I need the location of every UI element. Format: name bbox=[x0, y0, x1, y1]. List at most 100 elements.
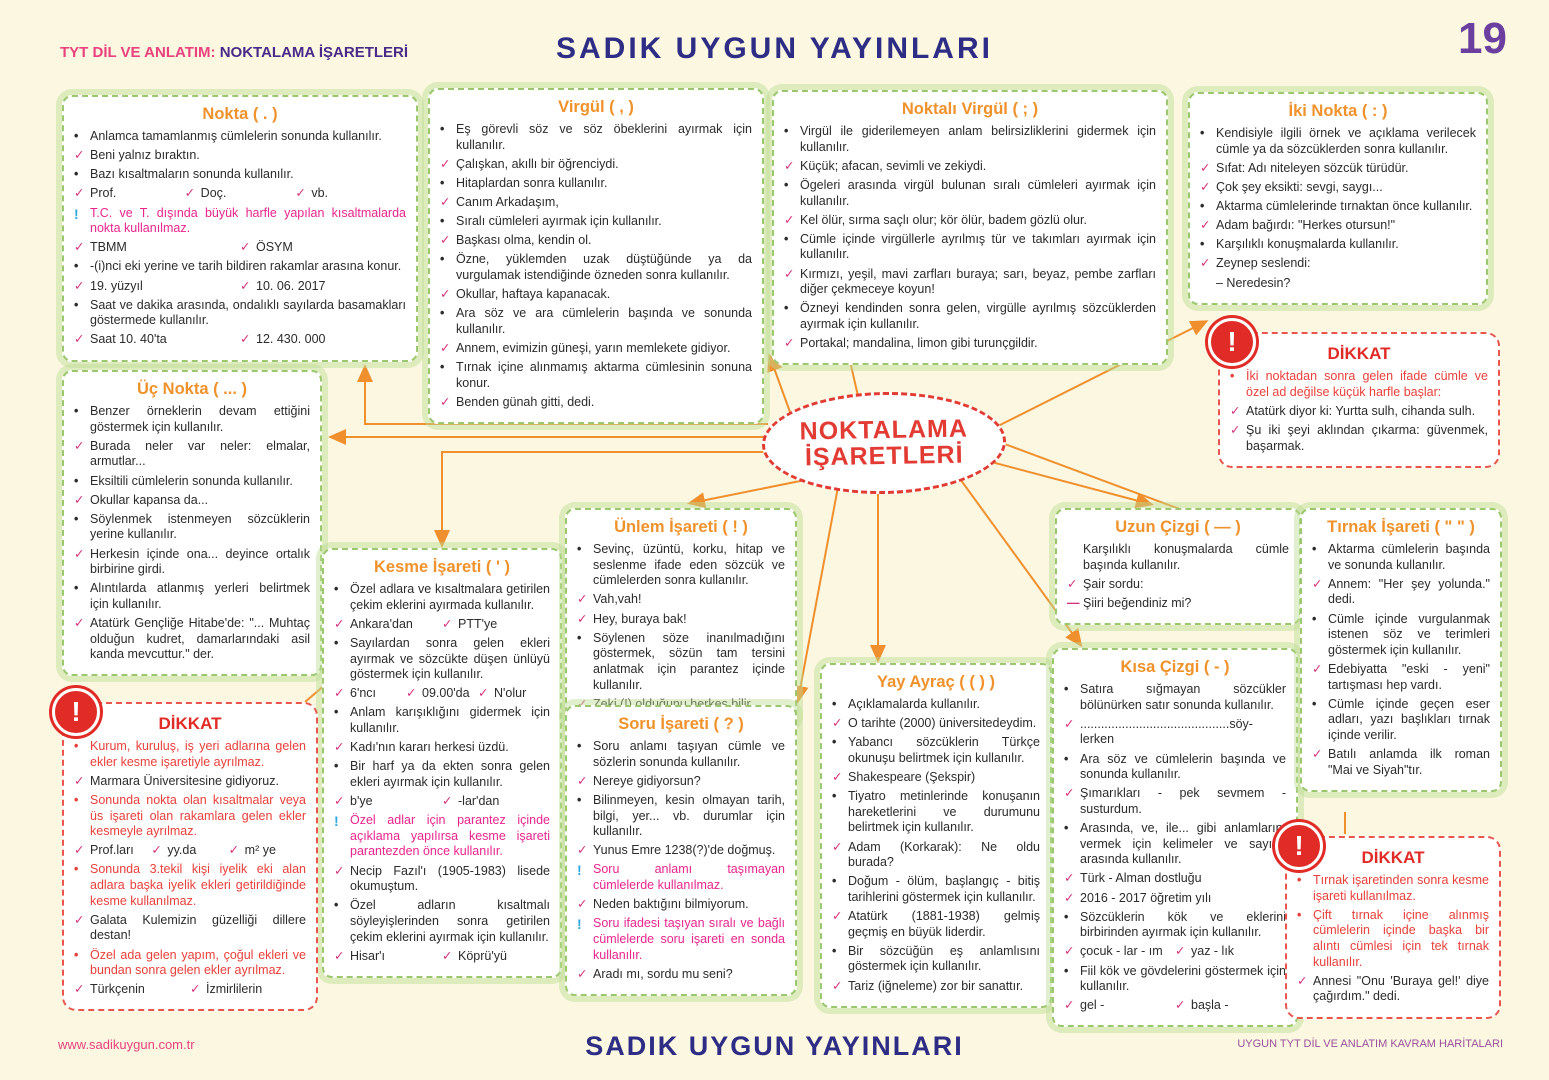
example-item: ✓Türkçenin bbox=[74, 982, 190, 998]
line-text: Fiil kök ve gövdelerini göstermek için k… bbox=[1080, 963, 1286, 994]
list-item: •Cümle içinde geçen eser adları, yazı ba… bbox=[1312, 697, 1490, 744]
line-text: Cümle içinde vurgulanmak istenen söz ve … bbox=[1328, 611, 1490, 657]
box-unlem: Ünlem İşareti ( ! )•Sevinç, üzüntü, kork… bbox=[565, 508, 797, 726]
list-item: •Sıralı cümleleri ayırmak için kullanılı… bbox=[440, 214, 752, 230]
check-icon: ✓ bbox=[440, 394, 451, 409]
check-icon: ✓ bbox=[577, 696, 588, 711]
line-text: Zeynep seslendi: bbox=[1216, 256, 1311, 271]
list-item: ✓Necip Fazıl'ı (1905-1983) lisede okumuş… bbox=[334, 864, 550, 895]
list-item: ✓Marmara Üniversitesine gidiyoruz. bbox=[74, 774, 306, 790]
bullet-icon: • bbox=[784, 124, 789, 138]
check-icon: ✓ bbox=[74, 186, 85, 201]
line-text: Özneyi kendinden sonra gelen, virgülle a… bbox=[800, 301, 1156, 331]
line-text: Eksiltili cümlelerin sonunda kullanılır. bbox=[90, 473, 293, 488]
check-icon: ✓ bbox=[832, 770, 843, 784]
list-item: ✓Başkası olma, kendin ol. bbox=[440, 233, 752, 249]
check-icon: ✓ bbox=[784, 212, 795, 227]
check-icon: ✓ bbox=[784, 158, 795, 173]
bullet-icon: • bbox=[832, 735, 837, 750]
box-title: Nokta ( . ) bbox=[202, 105, 278, 123]
check-icon: ✓ bbox=[1064, 998, 1075, 1013]
list-item: •Ögeleri arasında virgül bulunan sıralı … bbox=[784, 178, 1156, 209]
line-text: Sıfat: Adı niteleyen sözcük türüdür. bbox=[1216, 160, 1409, 175]
line-text: Çift tırnak içine alınmış cümlelerin içi… bbox=[1313, 907, 1489, 969]
website-link[interactable]: www.sadikuygun.com.tr bbox=[58, 1037, 195, 1052]
list-item: ✓ Atatürk diyor ki: Yurtta sulh, cihanda … bbox=[1230, 404, 1488, 420]
line-text: Sonunda nokta olan kısaltmalar veya üs i… bbox=[90, 792, 306, 839]
line-text: O tarihte (2000) üniversitedeydim. bbox=[848, 716, 1037, 731]
line-text: Bir sözcüğün eş anlamlısını göstermek iç… bbox=[848, 943, 1040, 974]
line-text: Bir harf ya da ekten sonra gelen ekleri … bbox=[350, 759, 550, 789]
list-item: ✓Atatürk (1881-1938) gelmiş geçmiş en bü… bbox=[832, 909, 1040, 940]
list-item: •Sayılardan sonra gelen ekleri ayırmak v… bbox=[334, 636, 550, 683]
line-text: Arasında, ve, ile... gibi anlamlarını ve… bbox=[1080, 821, 1286, 867]
box-kesme: Kesme İşareti ( ' )•Özel adlara ve kısal… bbox=[322, 548, 562, 978]
example-text: başla - bbox=[1191, 998, 1229, 1013]
bullet-icon: • bbox=[832, 697, 837, 711]
list-item: !Soru ifadesi taşıyan sıralı ve bağlı cü… bbox=[577, 916, 785, 963]
dikkat-title: DİKKAT bbox=[1327, 344, 1391, 363]
box-title: Virgül ( , ) bbox=[558, 98, 634, 116]
check-icon: ✓ bbox=[1230, 403, 1241, 418]
list-item: •Söylenmek istenmeyen sözcüklerin yerine… bbox=[74, 512, 310, 543]
line-text: Necip Fazıl'ı (1905-1983) lisede okumuşt… bbox=[350, 863, 550, 894]
line-text: Adam (Korkarak): Ne oldu burada? bbox=[848, 839, 1040, 870]
line-text: Söylenmek istenmeyen sözcüklerin yerine … bbox=[90, 511, 310, 542]
line-text: Kırmızı, yeşil, mavi zarfları buraya; sa… bbox=[800, 266, 1156, 297]
check-icon: ✓ bbox=[74, 546, 85, 561]
line-text: Anlam karışıklığını gidermek için kullan… bbox=[350, 705, 550, 735]
list-item: •Cümle içinde virgüllerle ayrılmış tür v… bbox=[784, 232, 1156, 263]
list-item: • Anlam karışıklığını gidermek için kulla… bbox=[334, 705, 550, 736]
bullet-icon: • bbox=[440, 252, 445, 267]
line-text: Canım Arkadaşım, bbox=[456, 195, 559, 209]
list-item: ✓2016 - 2017 öğretim yılı bbox=[1064, 891, 1286, 907]
example-text: Prof. bbox=[90, 186, 117, 201]
line-text: Atatürk diyor ki: Yurtta sulh, cihanda s… bbox=[1246, 403, 1476, 418]
check-icon: ✓ bbox=[1175, 944, 1186, 959]
list-item: ✓TBMM✓ÖSYM bbox=[74, 240, 406, 256]
bullet-icon: • bbox=[74, 297, 79, 312]
warning-icon: ! bbox=[52, 688, 100, 736]
list-item: •Bilinmeyen, kesin olmayan tarih, bilgi,… bbox=[577, 793, 785, 840]
line-text: Herkesin içinde ona... deyince ortalık b… bbox=[90, 546, 310, 577]
line-text: Çok şey eksikti: sevgi, saygı... bbox=[1216, 179, 1383, 194]
list-item: ✓gel -✓başla - bbox=[1064, 998, 1286, 1014]
dikkat-title: DİKKAT bbox=[1361, 848, 1425, 867]
line-text: Tariz (iğneleme) zor bir sanattır. bbox=[848, 978, 1024, 993]
warning-exclamation-icon: ! bbox=[577, 916, 582, 933]
line-text: Annem: "Her şey yolunda." dedi. bbox=[1328, 576, 1490, 607]
list-item: ✓Saat 10. 40'ta✓12. 430. 000 bbox=[74, 332, 406, 348]
list-item: ✓Shakespeare (Şekspir) bbox=[832, 770, 1040, 786]
check-icon: ✓ bbox=[1200, 179, 1211, 194]
check-icon: ✓ bbox=[1200, 256, 1211, 271]
box-soru: Soru İşareti ( ? )•Soru anlamı taşıyan c… bbox=[565, 705, 797, 996]
check-icon: ✓ bbox=[832, 909, 843, 923]
bullet-icon: • bbox=[440, 122, 445, 136]
list-item: ✓19. yüzyıl✓10. 06. 2017 bbox=[74, 279, 406, 295]
line-text: Sıralı cümleleri ayırmak için kullanılır… bbox=[456, 214, 662, 229]
list-item: ✓.......................................… bbox=[1064, 717, 1286, 748]
bullet-icon: • bbox=[74, 862, 79, 877]
check-icon: ✓ bbox=[240, 240, 251, 255]
bullet-icon: • bbox=[334, 759, 339, 774]
bullet-icon: • bbox=[577, 630, 582, 645]
list-item: •Benzer örneklerin devam ettiğini göster… bbox=[74, 404, 310, 435]
list-item: • Çift tırnak içine alınmış cümlelerin iç… bbox=[1297, 908, 1489, 971]
list-item: ✓Nereye gidiyorsun? bbox=[577, 774, 785, 790]
box-title: Yay Ayraç ( ( ) ) bbox=[877, 673, 995, 691]
list-item: •Tırnak işaretinden sonra kesme işareti … bbox=[1297, 873, 1489, 904]
line-text: Neden baktığını bilmiyorum. bbox=[593, 897, 749, 912]
check-icon: ✓ bbox=[440, 287, 451, 302]
bullet-icon: • bbox=[1297, 907, 1302, 922]
list-item: ✓Prof.ları✓yy.da✓m² ye bbox=[74, 843, 306, 859]
bullet-icon: • bbox=[74, 947, 79, 962]
bullet-icon: • bbox=[334, 705, 339, 720]
list-item: !Soru anlamı taşımayan cümlelerde kullan… bbox=[577, 862, 785, 893]
check-icon: ✓ bbox=[1297, 973, 1308, 988]
check-icon: ✓ bbox=[240, 332, 251, 347]
line-text: Özne, yüklemden uzak düştüğünde ya da vu… bbox=[456, 252, 752, 282]
list-item: ✓O tarihte (2000) üniversitedeydim. bbox=[832, 716, 1040, 732]
line-text: Cümle içinde virgüllerle ayrılmış tür ve… bbox=[800, 231, 1156, 262]
line-text: -(i)nci eki yerine ve tarih bildiren rak… bbox=[90, 259, 402, 274]
line-text: Aradı mı, sordu mu seni? bbox=[593, 966, 733, 981]
